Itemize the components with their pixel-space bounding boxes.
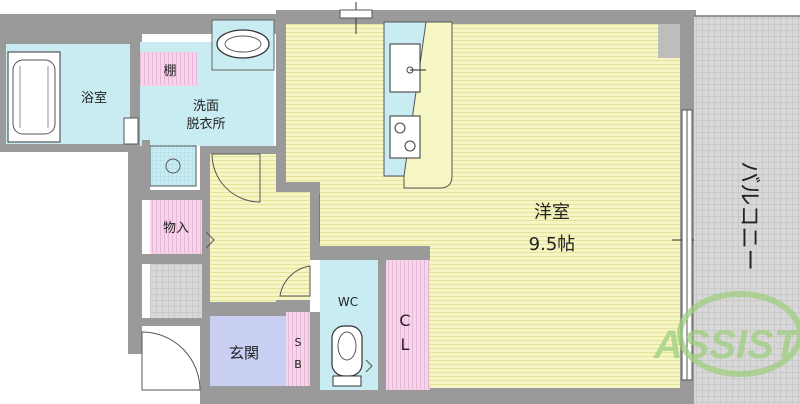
assist-watermark: ASSIST (653, 291, 800, 377)
toilet-room: WC (279, 260, 378, 390)
western-room-label-line2: 9.5帖 (529, 234, 576, 255)
shelf-area (140, 52, 198, 86)
storage-floor (150, 200, 202, 254)
storage-label: 物入 (163, 221, 189, 236)
drain-icon (165, 158, 181, 174)
shoe-box-label-line1: S (295, 336, 302, 349)
western-room-label-line1: 洋室 (534, 202, 570, 223)
washroom-label-line1: 洗面 (193, 99, 219, 114)
toilet-label: WC (338, 295, 358, 309)
corridor (210, 154, 276, 302)
toilet-icon (331, 325, 363, 377)
watermark-text: ASSIST (653, 323, 800, 367)
duct-space (150, 264, 202, 318)
kitchen-sink-icon (389, 43, 421, 93)
washroom-door-swing[interactable] (211, 153, 261, 203)
balcony-floor (694, 16, 800, 404)
closet-label-line2: L (401, 335, 410, 354)
washroom: 棚 洗面 脱衣所 (123, 19, 275, 187)
toilet-tank-icon (332, 375, 362, 387)
shelf-label: 棚 (163, 64, 176, 79)
bathtub-basin (12, 59, 56, 135)
front-door[interactable] (141, 331, 201, 391)
storage-room: 物入 (150, 200, 215, 318)
western-room: 洋室 9.5帖 (286, 2, 706, 388)
closet: C L (386, 260, 443, 390)
washroom-label-line2: 脱衣所 (186, 116, 225, 132)
shoe-box (286, 312, 310, 386)
bath-room: 浴室 (6, 44, 130, 144)
washing-machine-pan (149, 145, 197, 187)
closet-floor (386, 260, 430, 390)
bath-label: 浴室 (81, 90, 107, 106)
inner-walls (142, 10, 430, 400)
corridor-extension (276, 192, 310, 300)
shoe-box-label-line2: B (294, 358, 302, 371)
entrance-label: 玄関 (229, 344, 259, 362)
toilet-door-swing[interactable] (279, 265, 311, 297)
storage-door[interactable] (205, 231, 215, 249)
balcony-window[interactable] (681, 109, 693, 381)
pillar (658, 24, 680, 58)
closet-label-line1: C (399, 311, 410, 330)
window-top (339, 9, 373, 19)
balcony: バルコニー (694, 15, 800, 404)
bath-door[interactable] (123, 117, 139, 145)
entrance-floor (210, 316, 286, 386)
entrance: 玄関 S B (141, 312, 310, 391)
stove-icon (389, 115, 421, 159)
balcony-label: バルコニー (736, 161, 761, 271)
